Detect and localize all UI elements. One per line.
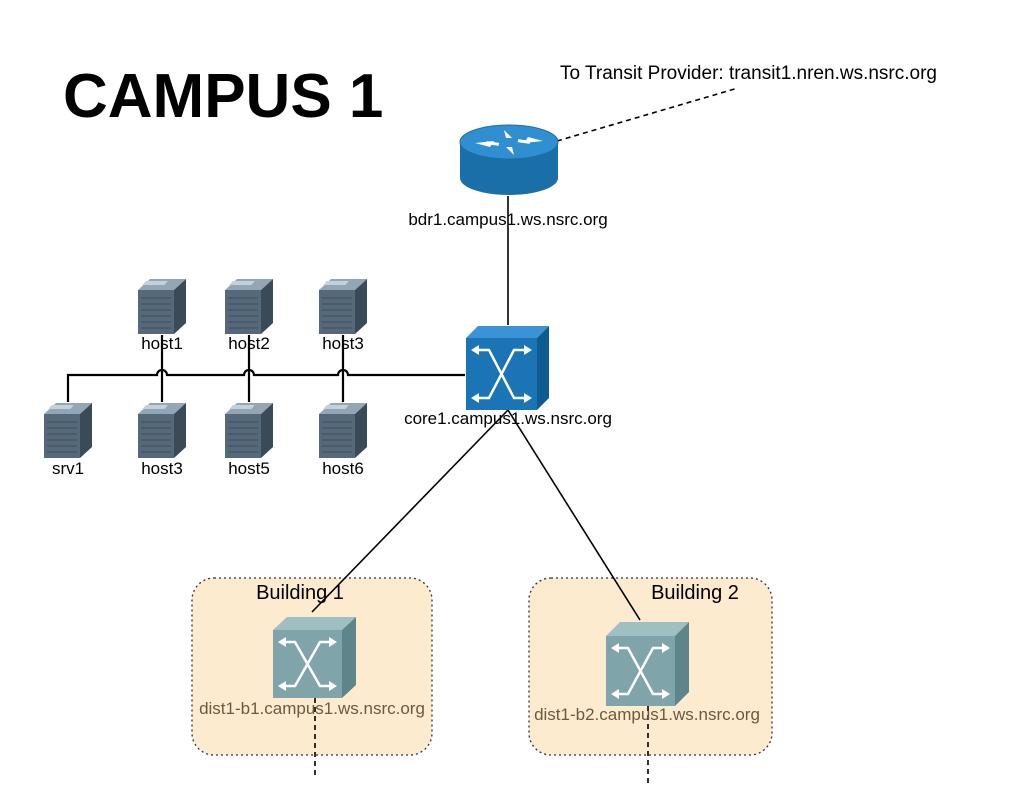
transit-link [556,87,739,142]
building-2-title: Building 2 [651,582,739,604]
dist-switch-1-label: dist1-b1.campus1.ws.nsrc.org [199,699,425,718]
host-bus [66,335,465,402]
host-label: host3 [141,459,183,478]
core-switch-label: core1.campus1.ws.nsrc.org [404,409,612,428]
host-label: host6 [322,459,364,478]
dist-switch-2-icon[interactable] [606,622,689,706]
host-label: host5 [228,459,270,478]
page-title: CAMPUS 1 [63,62,383,131]
host-label: host3 [322,334,364,353]
core-switch-icon[interactable] [466,326,549,410]
building-1-title: Building 1 [256,582,344,604]
router-icon[interactable] [459,124,559,195]
server-icon[interactable] [224,402,274,459]
server-icon[interactable] [137,402,187,459]
server-icon[interactable] [224,278,274,335]
core-dist1-link [311,409,509,613]
server-label: srv1 [52,459,84,478]
host-label: host1 [141,334,183,353]
dist-switch-2-label: dist1-b2.campus1.ws.nsrc.org [534,705,760,724]
server-icon[interactable] [137,278,187,335]
router-label: bdr1.campus1.ws.nsrc.org [408,210,607,229]
server-icon[interactable] [318,402,368,459]
transit-label: To Transit Provider: transit1.nren.ws.ns… [560,63,937,84]
host-label: host2 [228,334,270,353]
server-icon[interactable] [43,402,93,459]
dist-switch-1-icon[interactable] [273,617,356,698]
core-dist2-link [507,409,641,621]
server-icon[interactable] [318,278,368,335]
